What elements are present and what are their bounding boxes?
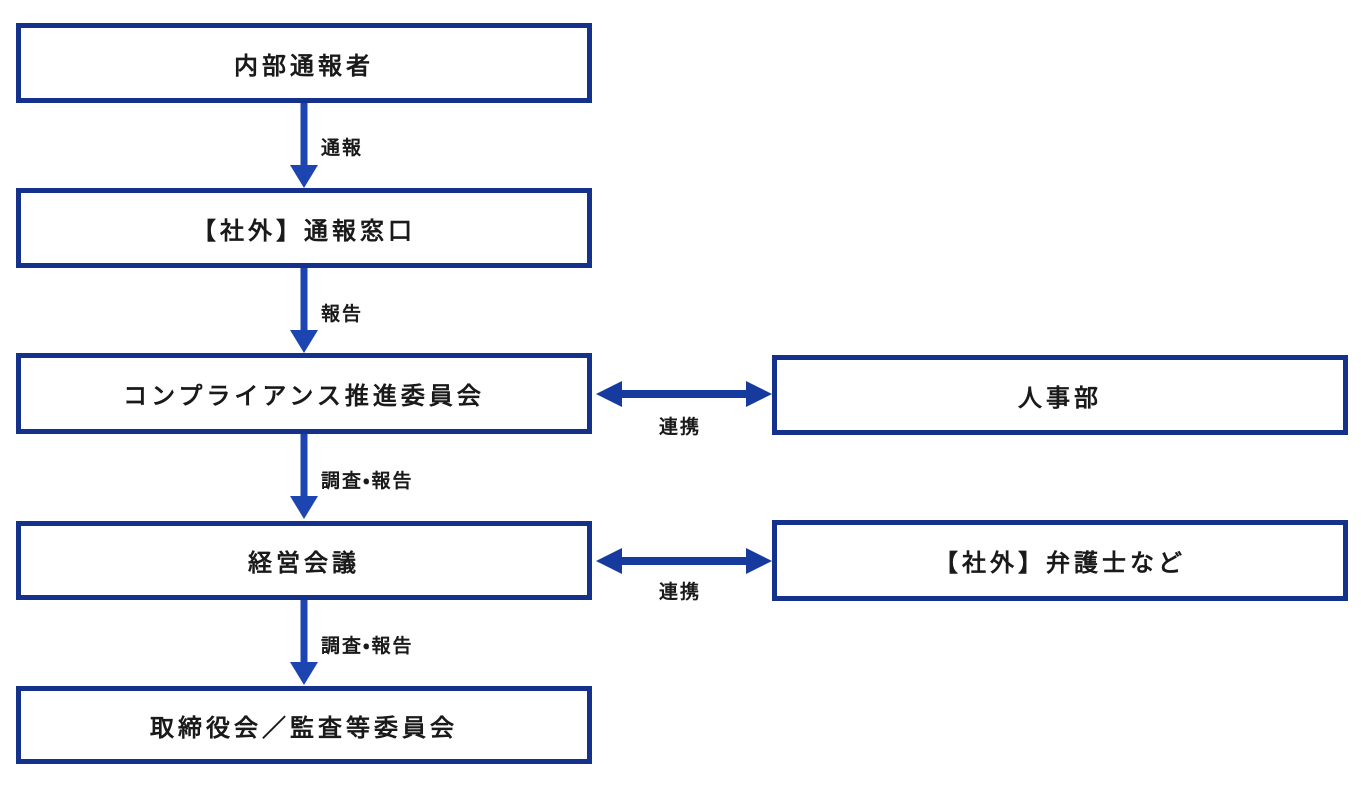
node-compliance-committee: コンプライアンス推進委員会 — [16, 353, 592, 434]
node-label: 内部通報者 — [234, 51, 374, 80]
node-label: 経営会議 — [248, 549, 360, 577]
double-headed-arrow-icon — [596, 381, 772, 407]
node-internal-whistleblower: 内部通報者 — [16, 23, 592, 103]
edge-label-investigate-report: 調査・報告 — [321, 470, 414, 492]
down-arrow-icon — [290, 434, 318, 519]
node-label: 【社外】弁護士など — [934, 549, 1186, 577]
node-label: 人事部 — [1018, 383, 1102, 412]
down-arrow-icon — [290, 268, 318, 353]
node-label: コンプライアンス推進委員会 — [123, 382, 485, 410]
node-hr-department: 人事部 — [772, 355, 1348, 435]
edge-label-report: 報告 — [321, 303, 364, 325]
down-arrow-icon — [290, 600, 318, 685]
node-external-report-desk: 【社外】通報窓口 — [16, 188, 592, 268]
edge-label-cooperation: 連携 — [658, 416, 701, 438]
node-label: 取締役会／監査等委員会 — [150, 713, 458, 742]
edge-label-investigate-report: 調査・報告 — [321, 635, 414, 657]
node-label: 【社外】通報窓口 — [192, 216, 416, 245]
node-external-lawyers: 【社外】弁護士など — [772, 520, 1348, 601]
down-arrow-icon — [290, 103, 318, 188]
edge-label-report: 通報 — [321, 137, 364, 159]
node-board-audit-committee: 取締役会／監査等委員会 — [16, 686, 592, 764]
node-management-meeting: 経営会議 — [16, 521, 592, 600]
double-headed-arrow-icon — [596, 548, 772, 574]
edge-label-cooperation: 連携 — [658, 581, 701, 603]
